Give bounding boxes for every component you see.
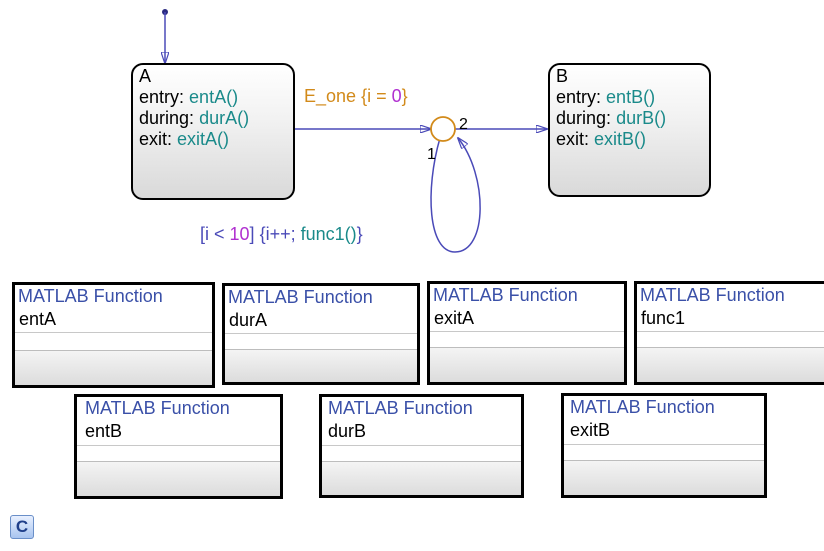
junction-order-1: 1 [427,146,436,163]
function-name: durB [328,421,367,441]
function-box-enta[interactable]: MATLAB Function entA [12,282,215,388]
function-body [637,347,824,382]
function-body [225,349,417,382]
state-a[interactable]: A entry: entA() during: durA() exit: exi… [131,63,295,200]
function-type-label: MATLAB Function [228,287,373,307]
function-name: durA [229,310,268,330]
during-function-call: durB() [616,108,667,128]
function-body [430,347,624,382]
function-name: exitB [570,420,611,440]
action-open: {i++; [254,224,301,244]
function-divider [637,331,824,332]
function-type-label: MATLAB Function [640,285,785,305]
exit-keyword: exit: [139,129,173,149]
function-name: entA [19,309,57,329]
function-divider [225,333,417,334]
state-a-exit-action: exit: exitA() [139,129,287,150]
state-b[interactable]: B entry: entB() during: durB() exit: exi… [548,63,711,197]
function-body [564,460,764,495]
function-name: entB [85,421,123,441]
transition-label-self-loop[interactable]: [i < 10] {i++; func1()} [200,224,363,245]
function-divider [322,445,521,446]
during-keyword: during: [556,108,612,128]
function-body [77,461,280,496]
state-b-name: B [556,66,569,86]
condition-value: 10 [229,224,250,244]
state-a-entry-action: entry: entA() [139,87,287,108]
action-close: } [356,224,363,244]
transition-label-e-one[interactable]: E_one {i = 0} [304,86,408,107]
function-box-exitb[interactable]: MATLAB Function exitB [561,393,767,498]
event-name: E_one [304,86,357,106]
function-type-label: MATLAB Function [328,398,473,418]
state-a-name: A [139,66,152,86]
state-b-exit-action: exit: exitB() [556,129,703,150]
function-type-label: MATLAB Function [85,398,230,418]
action-open: {i = [361,86,392,106]
function-box-durb[interactable]: MATLAB Function durB [319,394,524,498]
function-divider [430,331,624,332]
entry-keyword: entry: [139,87,185,107]
function-name: exitA [434,308,475,328]
function-body [15,350,212,385]
function-box-exita[interactable]: MATLAB Function exitA [427,281,627,385]
state-b-entry-action: entry: entB() [556,87,703,108]
entry-keyword: entry: [556,87,602,107]
junction-order-2: 2 [459,116,468,133]
function-box-entb[interactable]: MATLAB Function entB [74,394,283,499]
function-type-label: MATLAB Function [18,286,163,306]
connective-junction[interactable] [430,116,456,142]
action-close: } [401,86,408,106]
condition-close: ] [249,224,255,244]
function-divider [15,332,212,333]
exit-function-call: exitA() [177,129,230,149]
function-body [322,461,521,495]
during-keyword: during: [139,108,195,128]
condition-open: [i < [200,224,230,244]
function-type-label: MATLAB Function [570,397,715,417]
state-a-during-action: during: durA() [139,108,287,129]
exit-function-call: exitB() [594,129,647,149]
function-box-func1[interactable]: MATLAB Function func1 [634,281,824,385]
function-divider [564,444,764,445]
entry-function-call: entA() [189,87,239,107]
function-type-label: MATLAB Function [433,285,578,305]
chart-c-icon[interactable]: C [10,515,34,539]
action-value: 0 [391,86,402,106]
transition-self-loop[interactable] [430,138,481,253]
action-call: func1() [300,224,357,244]
exit-keyword: exit: [556,129,590,149]
function-name: func1 [641,308,686,328]
entry-function-call: entB() [606,87,656,107]
function-box-dura[interactable]: MATLAB Function durA [222,283,420,385]
during-function-call: durA() [199,108,250,128]
function-divider [77,445,280,446]
state-b-during-action: during: durB() [556,108,703,129]
